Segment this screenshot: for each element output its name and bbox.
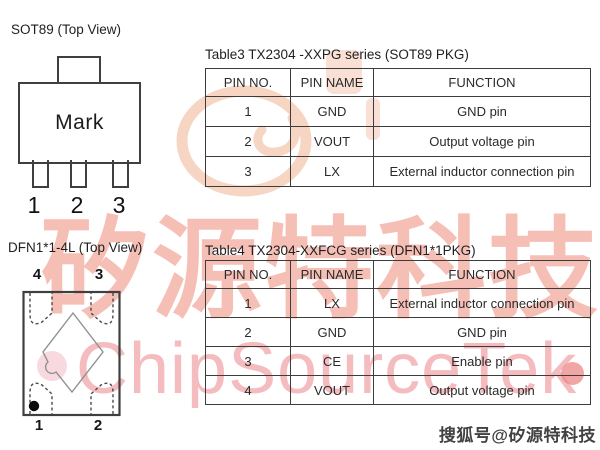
pin1-marker-dot bbox=[28, 400, 40, 412]
pin-no-cell: 3 bbox=[205, 346, 291, 376]
pin-no-cell: 1 bbox=[205, 288, 291, 318]
sot89-section-title: SOT89 (Top View) bbox=[11, 22, 122, 37]
header-cell: PIN NO. bbox=[205, 68, 291, 97]
sot89-pin-number-2: 2 bbox=[70, 192, 84, 218]
dfn-corner-pads bbox=[29, 293, 114, 414]
pin-no-cell: 3 bbox=[205, 156, 291, 187]
table3-header-row: PIN NO. PIN NAME FUNCTION bbox=[205, 68, 591, 97]
table-row: 3 CE Enable pin bbox=[205, 346, 591, 376]
pin-name-cell: VOUT bbox=[290, 126, 374, 157]
dfn-pin-number-4: 4 bbox=[32, 266, 42, 283]
function-cell: GND pin bbox=[373, 317, 591, 347]
dfn-outline bbox=[22, 290, 121, 417]
pin-name-cell: VOUT bbox=[290, 375, 374, 405]
table-row: 1 LX External inductor connection pin bbox=[205, 288, 591, 318]
sot89-tab-pad bbox=[57, 56, 101, 84]
pin-name-cell: CE bbox=[290, 346, 374, 376]
table4-dfn-pins: PIN NO. PIN NAME FUNCTION 1 LX External … bbox=[205, 260, 591, 405]
pin-name-cell: LX bbox=[290, 288, 374, 318]
header-cell: PIN NO. bbox=[205, 260, 291, 289]
table-row: 2 GND GND pin bbox=[205, 317, 591, 347]
table-row: 3 LX External inductor connection pin bbox=[205, 156, 591, 187]
pin-no-cell: 4 bbox=[205, 375, 291, 405]
function-cell: External inductor connection pin bbox=[373, 288, 591, 318]
pin-name-cell: LX bbox=[290, 156, 374, 187]
table3-sot89-pins: PIN NO. PIN NAME FUNCTION 1 GND GND pin … bbox=[205, 68, 591, 187]
sot89-pin-number-1: 1 bbox=[27, 192, 41, 218]
dfn-pin-number-1: 1 bbox=[34, 417, 44, 434]
sot89-lead-3 bbox=[112, 160, 129, 188]
function-cell: Enable pin bbox=[373, 346, 591, 376]
header-cell: FUNCTION bbox=[373, 260, 591, 289]
function-cell: Output voltage pin bbox=[373, 375, 591, 405]
dfn-package-drawing bbox=[22, 290, 121, 417]
pin-no-cell: 2 bbox=[205, 317, 291, 347]
header-cell: PIN NAME bbox=[290, 68, 374, 97]
table3-title: Table3 TX2304 -XXPG series (SOT89 PKG) bbox=[205, 47, 469, 62]
pin-no-cell: 2 bbox=[205, 126, 291, 157]
dfn-section-title: DFN1*1-4L (Top View) bbox=[8, 240, 143, 255]
dfn-pin-number-2: 2 bbox=[93, 417, 103, 434]
sot89-lead-2 bbox=[70, 160, 87, 188]
table-row: 2 VOUT Output voltage pin bbox=[205, 126, 591, 157]
sohu-watermark-text: 搜狐号@矽源特科技 bbox=[438, 426, 596, 445]
table4-title: Table4 TX2304-XXFCG series (DFN1*1PKG) bbox=[205, 243, 476, 258]
pin-no-cell: 1 bbox=[205, 96, 291, 127]
header-cell: FUNCTION bbox=[373, 68, 591, 97]
dfn-pin-number-3: 3 bbox=[94, 266, 104, 283]
watermark-blob bbox=[37, 351, 67, 381]
function-cell: GND pin bbox=[373, 96, 591, 127]
sot89-package-body: Mark bbox=[18, 82, 141, 164]
pin-name-cell: GND bbox=[290, 96, 374, 127]
pin-name-cell: GND bbox=[290, 317, 374, 347]
sot89-lead-1 bbox=[32, 160, 49, 188]
sot89-pin-number-3: 3 bbox=[112, 192, 126, 218]
function-cell: External inductor connection pin bbox=[373, 156, 591, 187]
header-cell: PIN NAME bbox=[290, 260, 374, 289]
table4-header-row: PIN NO. PIN NAME FUNCTION bbox=[205, 260, 591, 289]
mark-label: Mark bbox=[55, 111, 104, 134]
dfn-center-diamond bbox=[42, 311, 104, 394]
function-cell: Output voltage pin bbox=[373, 126, 591, 157]
table-row: 4 VOUT Output voltage pin bbox=[205, 375, 591, 405]
table-row: 1 GND GND pin bbox=[205, 96, 591, 127]
